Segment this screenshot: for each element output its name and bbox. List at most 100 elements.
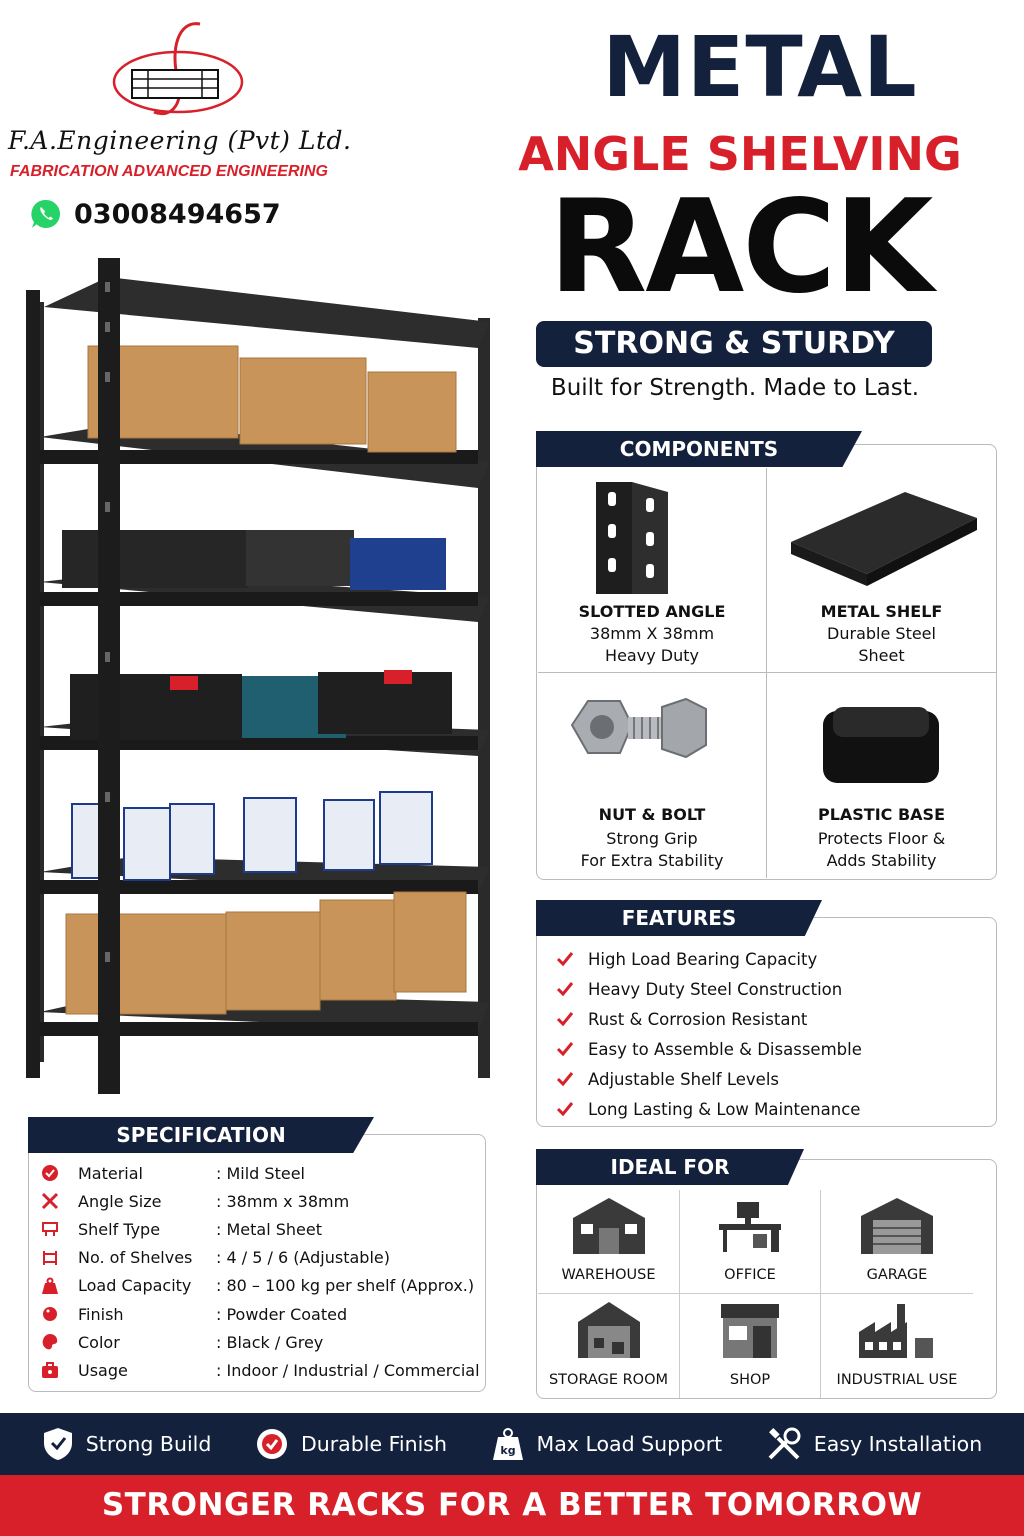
badge-check-icon bbox=[256, 1429, 287, 1459]
feature-label: Long Lasting & Low Maintenance bbox=[588, 1099, 861, 1119]
feature-label: Heavy Duty Steel Construction bbox=[588, 979, 843, 999]
features-list: High Load Bearing Capacity Heavy Duty St… bbox=[556, 944, 986, 1124]
components-heading: COMPONENTS bbox=[536, 431, 862, 467]
spec-row: Shelf Type : Metal Sheet bbox=[36, 1215, 484, 1243]
spec-key: Finish bbox=[78, 1304, 124, 1324]
feature-label: Easy to Assemble & Disassemble bbox=[588, 1039, 862, 1059]
nut-bolt-icon bbox=[570, 697, 707, 759]
plastic-base-icon bbox=[823, 707, 939, 783]
company-name: F.A.Engineering (Pvt) Ltd. bbox=[8, 126, 352, 155]
industrial-icon bbox=[859, 1304, 933, 1358]
highlight-max-load: kg Max Load Support bbox=[491, 1427, 723, 1461]
feature-label: Adjustable Shelf Levels bbox=[588, 1069, 780, 1089]
spec-key: Angle Size bbox=[78, 1191, 162, 1211]
highlights-bar: Strong Build Durable Finish kg Max Load … bbox=[0, 1413, 1024, 1475]
component-title: METAL SHELF bbox=[820, 602, 943, 621]
spec-value: : Metal Sheet bbox=[216, 1219, 322, 1239]
ideal-shop: SHOP bbox=[680, 1294, 821, 1398]
check-icon bbox=[556, 952, 574, 967]
features-panel bbox=[536, 917, 997, 1127]
component-line: Adds Stability bbox=[826, 851, 937, 870]
ideal-label: OFFICE bbox=[724, 1267, 776, 1283]
whatsapp-icon bbox=[31, 199, 60, 228]
rack-product-image bbox=[26, 258, 490, 1094]
measure-icon bbox=[36, 1192, 64, 1210]
ideal-industrial: INDUSTRIAL USE bbox=[821, 1294, 973, 1398]
component-title: SLOTTED ANGLE bbox=[578, 602, 726, 621]
feature-item: Rust & Corrosion Resistant bbox=[556, 1004, 986, 1034]
spec-value: : Black / Grey bbox=[216, 1332, 324, 1352]
highlight-label: Max Load Support bbox=[536, 1432, 723, 1456]
component-line: Protects Floor & bbox=[817, 829, 946, 848]
warehouse-icon bbox=[572, 1198, 645, 1254]
check-icon bbox=[556, 982, 574, 997]
spec-row: Usage: Indoor / Industrial / Commercial bbox=[36, 1356, 484, 1384]
component-line: Heavy Duty bbox=[605, 646, 699, 665]
spec-key: Color bbox=[78, 1332, 120, 1352]
components-grid: SLOTTED ANGLE 38mm X 38mm Heavy Duty MET… bbox=[538, 468, 996, 878]
ideal-label: STORAGE ROOM bbox=[548, 1372, 669, 1388]
highlight-label: Easy Installation bbox=[813, 1432, 983, 1456]
tools-icon bbox=[768, 1427, 801, 1460]
component-line: Durable Steel bbox=[827, 624, 936, 643]
component-line: Strong Grip bbox=[606, 829, 698, 848]
garage-icon bbox=[861, 1198, 933, 1254]
ideal-warehouse: WAREHOUSE bbox=[538, 1190, 680, 1294]
check-badge-icon bbox=[36, 1164, 64, 1182]
storage-room-icon bbox=[577, 1302, 640, 1358]
specification-panel bbox=[28, 1134, 486, 1392]
ideal-garage: GARAGE bbox=[821, 1190, 973, 1294]
ideal-label: GARAGE bbox=[866, 1267, 928, 1283]
spec-key: Shelf Type bbox=[78, 1219, 161, 1239]
company-logo bbox=[112, 22, 244, 115]
levels-icon bbox=[36, 1249, 64, 1267]
component-slotted-angle: SLOTTED ANGLE 38mm X 38mm Heavy Duty bbox=[538, 468, 767, 673]
highlight-durable-finish: Durable Finish bbox=[255, 1427, 447, 1461]
spec-row: No. of Shelves: 4 / 5 / 6 (Adjustable) bbox=[36, 1244, 484, 1272]
check-icon bbox=[556, 1102, 574, 1117]
kg-label: kg bbox=[500, 1444, 515, 1457]
spec-row: Finish: Powder Coated bbox=[36, 1300, 484, 1328]
title-line-3: RACK bbox=[548, 173, 934, 322]
component-line: Sheet bbox=[858, 646, 905, 665]
spec-value: : 38mm x 38mm bbox=[216, 1191, 350, 1211]
office-icon bbox=[719, 1202, 781, 1252]
check-icon bbox=[556, 1012, 574, 1027]
ideal-for-heading: IDEAL FOR bbox=[536, 1149, 804, 1185]
ideal-office: OFFICE bbox=[680, 1190, 821, 1294]
feature-label: High Load Bearing Capacity bbox=[588, 949, 818, 969]
check-icon bbox=[556, 1072, 574, 1087]
highlight-label: Durable Finish bbox=[300, 1432, 447, 1456]
kg-weight-icon: kg bbox=[492, 1428, 523, 1460]
feature-item: Heavy Duty Steel Construction bbox=[556, 974, 986, 1004]
ideal-for-panel bbox=[536, 1159, 997, 1399]
company-tagline: FABRICATION ADVANCED ENGINEERING bbox=[10, 163, 328, 180]
ideal-label: INDUSTRIAL USE bbox=[836, 1372, 958, 1388]
spec-key: Load Capacity bbox=[78, 1276, 192, 1296]
component-line: For Extra Stability bbox=[580, 851, 724, 870]
specification-table: Material: Mild Steel Angle Size: 38mm x … bbox=[36, 1159, 484, 1385]
paint-icon bbox=[36, 1305, 64, 1323]
weight-icon bbox=[36, 1277, 64, 1295]
highlight-easy-installation: Easy Installation bbox=[766, 1426, 982, 1462]
check-icon bbox=[556, 1042, 574, 1057]
spec-row: Angle Size : 38mm x 38mm bbox=[36, 1187, 484, 1215]
feature-label: Rust & Corrosion Resistant bbox=[588, 1009, 808, 1029]
component-metal-shelf: METAL SHELF Durable Steel Sheet bbox=[767, 468, 996, 673]
ideal-for-grid: WAREHOUSE OFFICE GARAGE STORAGE ROOM SHO… bbox=[538, 1190, 973, 1398]
highlight-label: Strong Build bbox=[85, 1432, 212, 1456]
title-line-2: ANGLE SHELVING bbox=[518, 127, 962, 181]
slogan-bar: STRONGER RACKS FOR A BETTER TOMORROW bbox=[0, 1475, 1024, 1536]
phone-contact[interactable]: 03008494657 bbox=[30, 198, 281, 230]
specification-heading: SPECIFICATION bbox=[28, 1117, 374, 1153]
component-nut-bolt: NUT & BOLT Strong Grip For Extra Stabili… bbox=[538, 673, 767, 878]
component-title: PLASTIC BASE bbox=[817, 805, 946, 824]
subtitle: Built for Strength. Made to Last. bbox=[550, 375, 920, 401]
spec-value: : 4 / 5 / 6 (Adjustable) bbox=[216, 1248, 390, 1268]
shop-icon bbox=[721, 1304, 779, 1358]
component-line: 38mm X 38mm bbox=[589, 624, 715, 643]
ideal-label: WAREHOUSE bbox=[561, 1267, 656, 1283]
feature-item: Adjustable Shelf Levels bbox=[556, 1064, 986, 1094]
spec-value: : Indoor / Industrial / Commercial bbox=[216, 1360, 480, 1380]
metal-shelf-icon bbox=[791, 492, 977, 586]
